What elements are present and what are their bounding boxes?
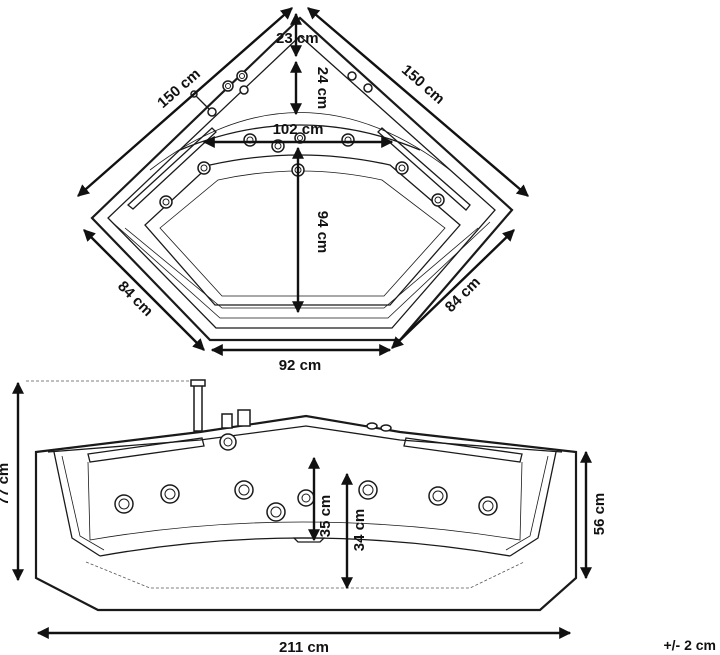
drain-icon (292, 537, 326, 543)
label-left-front: 84 cm (114, 278, 156, 320)
top-view: 23 cm 24 cm 102 cm 94 cm 150 cm 150 cm 8… (77, 7, 529, 374)
label-side-height: 56 cm (591, 493, 608, 536)
mixer-valves-icon (222, 70, 249, 95)
label-front: 92 cm (279, 357, 322, 374)
glass-panel-right (509, 451, 557, 557)
front-view: 77 cm 56 cm 35 cm 34 cm 211 cm +/- 2 cm (0, 379, 716, 655)
shower-faucet-icon (190, 379, 206, 432)
front-control-buttons-icon (366, 422, 392, 432)
label-right-side: 150 cm (398, 62, 448, 108)
tub-outline-front (34, 414, 578, 612)
label-rim-top: 23 cm (276, 30, 319, 47)
label-inner-depth-b: 34 cm (351, 509, 368, 552)
label-inner-depth: 94 cm (314, 211, 331, 254)
glass-panel-left (53, 451, 101, 557)
glass-panel-left-2 (61, 455, 105, 551)
tub-ledge-top (111, 221, 491, 319)
tub-basin-inner (159, 170, 446, 297)
dim-line-left-side (77, 7, 293, 197)
tub-basin-top (144, 154, 461, 306)
label-inner-width: 102 cm (273, 121, 324, 138)
label-total-width: 211 cm (279, 639, 329, 655)
dim-line-right-front (391, 229, 515, 349)
hidden-line-bottom (85, 561, 525, 589)
mixer-knobs-icon (219, 409, 251, 451)
dim-line-left-front (83, 229, 205, 351)
rail-left-front (87, 437, 205, 463)
dim-line-right-side (307, 7, 529, 197)
tub-basin-front-2 (87, 461, 523, 541)
label-total-height: 77 cm (0, 463, 12, 506)
label-tolerance: +/- 2 cm (663, 637, 716, 653)
tub-rim-front (47, 425, 563, 453)
tub-rim-top (107, 35, 496, 329)
tub-basin-front (99, 537, 511, 557)
rail-right-front (403, 437, 523, 463)
jets-front-view (114, 480, 498, 522)
label-left-side: 150 cm (154, 66, 204, 112)
glass-panel-right-2 (505, 455, 549, 551)
label-inner-depth-a: 35 cm (317, 495, 334, 538)
label-seat-depth: 24 cm (314, 67, 331, 110)
